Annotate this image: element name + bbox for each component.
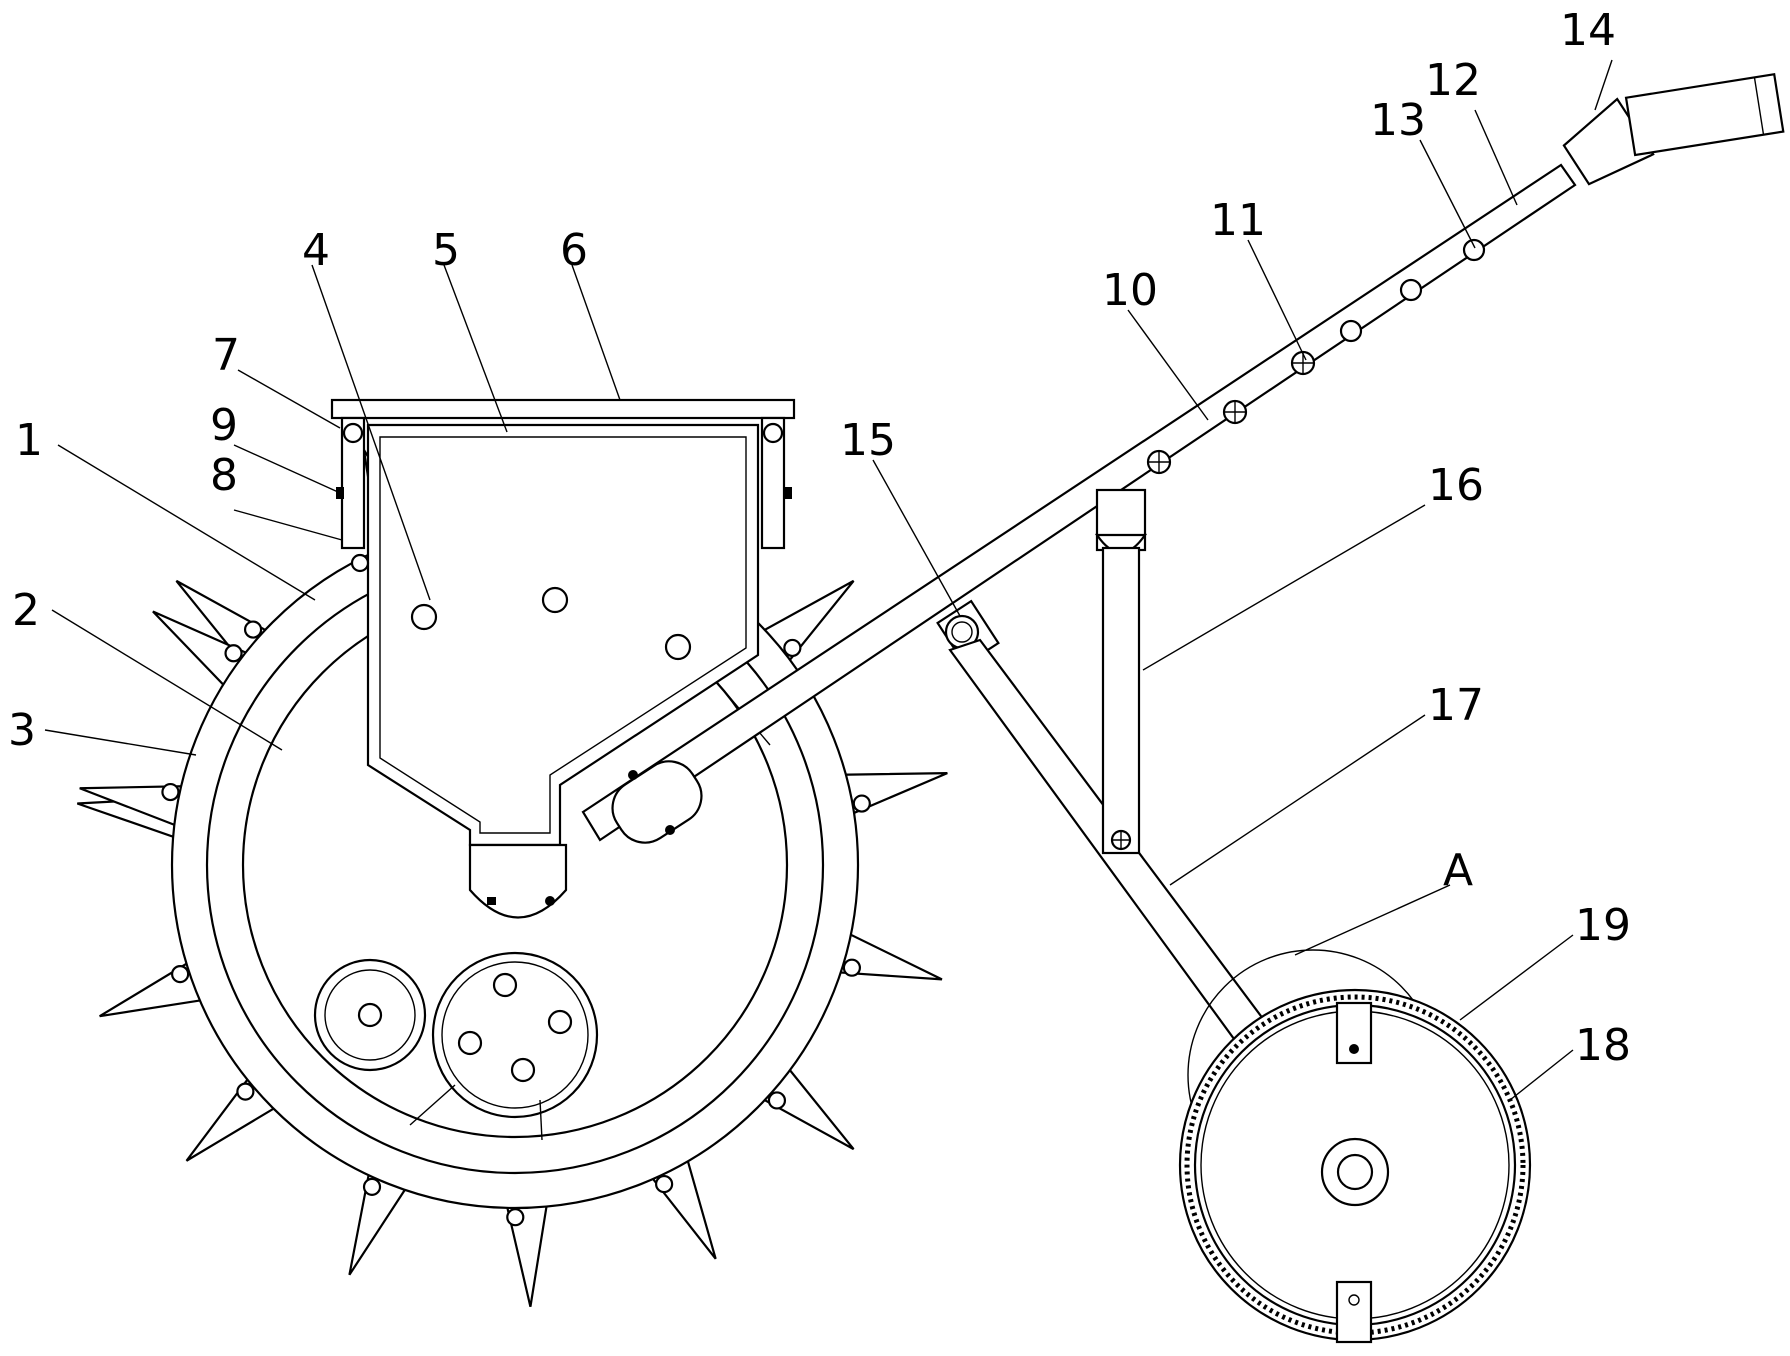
leader-lines bbox=[44, 59, 1613, 1101]
lid-bracket-right bbox=[760, 416, 786, 550]
pivot-pin-inner bbox=[951, 621, 973, 643]
label-13: 13 bbox=[1370, 95, 1426, 146]
label-16: 16 bbox=[1428, 460, 1484, 511]
gear-hole bbox=[492, 972, 518, 998]
strut-bolt bbox=[1110, 829, 1132, 851]
label-5: 5 bbox=[432, 225, 460, 276]
lid-bracket-left bbox=[340, 416, 366, 550]
hopper-lid bbox=[330, 398, 796, 420]
drive-gears bbox=[313, 951, 599, 1119]
small-gear-axle bbox=[357, 1002, 383, 1028]
gear-hole bbox=[547, 1009, 573, 1035]
gear-hole bbox=[457, 1030, 483, 1056]
adjust-hole bbox=[1399, 278, 1423, 302]
clip-bolt bbox=[1349, 1044, 1359, 1054]
adjust-hole bbox=[1339, 319, 1363, 343]
spike-bolt bbox=[783, 638, 802, 658]
seed-hole bbox=[541, 586, 569, 614]
label-7: 7 bbox=[212, 330, 240, 381]
small-gear-inner bbox=[324, 969, 416, 1061]
seed-hole bbox=[664, 633, 692, 661]
spike-bolt bbox=[171, 965, 190, 984]
handle-grip bbox=[1624, 73, 1785, 157]
label-1: 1 bbox=[15, 415, 43, 466]
rim-clip-bottom bbox=[1335, 1280, 1373, 1344]
handle-bolt bbox=[1290, 350, 1316, 376]
push-handle bbox=[581, 73, 1785, 844]
spike-bolt bbox=[236, 1082, 255, 1101]
hinge-pin-right bbox=[762, 422, 784, 444]
strut-bar bbox=[1101, 546, 1141, 855]
spike-bolt bbox=[506, 1208, 525, 1227]
spike-bolt bbox=[655, 1174, 674, 1194]
handle-bolt bbox=[1222, 399, 1248, 425]
wheel-inner-line bbox=[409, 1084, 456, 1126]
adjust-hole bbox=[1462, 238, 1486, 262]
bracket-bolt bbox=[350, 553, 370, 573]
label-6: 6 bbox=[560, 225, 588, 276]
label-2: 2 bbox=[12, 585, 40, 636]
spike-bolt bbox=[224, 644, 243, 663]
label-15: 15 bbox=[840, 415, 896, 466]
gear-hole bbox=[510, 1057, 536, 1083]
label-12: 12 bbox=[1425, 55, 1481, 106]
spike-bolt bbox=[842, 958, 862, 977]
large-gear-inner bbox=[441, 961, 589, 1109]
outlet-bolt bbox=[545, 896, 555, 906]
small-wheel-axle bbox=[1336, 1153, 1374, 1191]
part-labels: 1 2 3 4 5 6 7 8 9 10 11 12 13 14 15 16 1… bbox=[8, 5, 1631, 1071]
tread-texture bbox=[1184, 994, 1526, 1336]
seed-hole bbox=[410, 603, 438, 631]
hinge-pin-left bbox=[342, 422, 364, 444]
spike-bolt bbox=[243, 620, 263, 639]
label-8: 8 bbox=[210, 450, 238, 501]
lock-knob-left bbox=[336, 487, 344, 499]
label-18: 18 bbox=[1575, 1020, 1631, 1071]
handle-shaft bbox=[581, 163, 1577, 842]
large-gear bbox=[431, 951, 599, 1119]
label-14: 14 bbox=[1560, 5, 1616, 56]
label-19: 19 bbox=[1575, 900, 1631, 951]
lock-knob-right bbox=[784, 487, 792, 499]
small-gear bbox=[313, 958, 427, 1072]
label-a: A bbox=[1443, 845, 1473, 896]
handle-bolt bbox=[1146, 449, 1172, 475]
label-3: 3 bbox=[8, 705, 36, 756]
spike-bolt bbox=[161, 782, 180, 802]
clamp-bolt bbox=[628, 770, 638, 780]
clamp-bolt bbox=[665, 825, 675, 835]
label-11: 11 bbox=[1210, 195, 1266, 246]
label-4: 4 bbox=[302, 225, 330, 276]
wheel-inner-line bbox=[539, 1099, 543, 1141]
label-10: 10 bbox=[1102, 265, 1158, 316]
seed-hopper bbox=[330, 398, 796, 919]
small-wheel-hub bbox=[1320, 1137, 1390, 1207]
spike-bolt bbox=[852, 794, 871, 813]
outlet-bolt bbox=[487, 897, 496, 905]
hopper-inner bbox=[379, 436, 747, 834]
spike-bolt bbox=[767, 1091, 787, 1110]
clip-bolt bbox=[1348, 1294, 1360, 1306]
small-wheel bbox=[1178, 949, 1532, 1344]
label-9: 9 bbox=[210, 400, 238, 451]
spike-bolt bbox=[362, 1177, 382, 1196]
label-17: 17 bbox=[1428, 680, 1484, 731]
